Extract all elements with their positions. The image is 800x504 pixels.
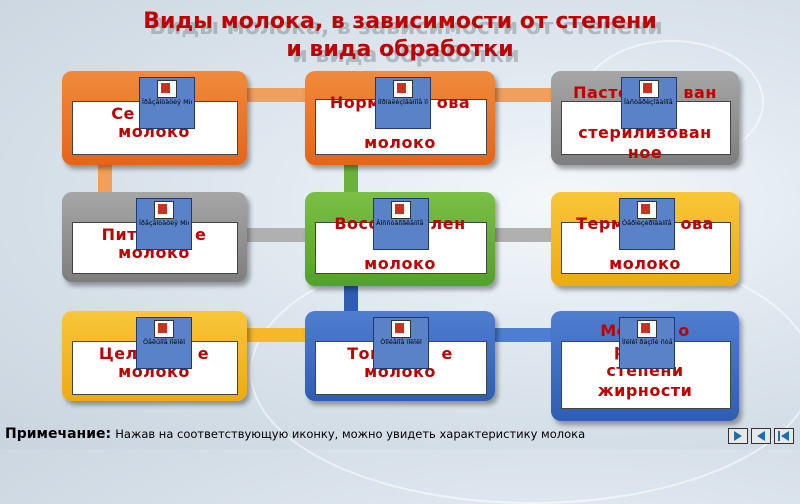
embedded-object-icon[interactable]: Òåðìèçèðîâàííîå ìîëîêî [619, 198, 675, 250]
embedded-object-icon[interactable]: Òîïëåíîå ìîëîêî [373, 317, 429, 369]
object-caption: Öåëüíîå ìîëîêî [142, 338, 186, 346]
powerpoint-icon [637, 320, 657, 338]
connector-gray-vertical [98, 160, 112, 200]
arrow-right-icon [734, 431, 742, 441]
object-caption: Íîðìàëèçîâàííîå ìîëîêî [378, 98, 428, 106]
embedded-object-icon[interactable]: Ïðåçåíòàöèÿ Microsoft PowerPoint [139, 77, 195, 129]
embedded-object-icon[interactable]: Ìîëîêî ðàçíîé ñòåïåíè æèðíîñòè [619, 317, 675, 369]
note-label: Примечание: [5, 426, 112, 442]
page-title: Виды молока, в зависимости от степени и … [0, 8, 800, 64]
object-caption: Ïðåçåíòàöèÿ Microsoft PowerPoint [142, 98, 192, 106]
embedded-object-icon[interactable]: Íîðìàëèçîâàííîå ìîëîêî [375, 77, 431, 129]
arrow-left-icon [757, 431, 765, 441]
powerpoint-icon [154, 320, 174, 338]
powerpoint-icon [393, 80, 413, 98]
embedded-object-icon[interactable]: Öåëüíîå ìîëîêî [136, 317, 192, 369]
title-line-1: Виды молока, в зависимости от степени [143, 9, 657, 34]
powerpoint-icon [639, 80, 659, 98]
connector-yellow-horizontal [240, 328, 310, 342]
embedded-object-icon[interactable]: Ïàñòåðèçîâàííîå ñòåðèëèçîâàííîå [621, 77, 677, 129]
object-caption: Ïàñòåðèçîâàííîå ñòåðèëèçîâàííîå [624, 98, 674, 106]
object-caption: Âîññòàíîâëåííîå ìîëîêî [376, 219, 426, 227]
powerpoint-icon [154, 201, 174, 219]
title-line-2: и вида обработки [286, 37, 514, 62]
bar-icon [778, 431, 780, 441]
powerpoint-icon [391, 201, 411, 219]
next-slide-button[interactable] [728, 428, 748, 444]
milk-box-thermized: Термованноемолоко Òåðìèçèðîâàííîå ìîëîêî [551, 192, 739, 286]
object-caption: Òîïëåíîå ìîëîêî [380, 338, 422, 346]
note: Примечание: Нажав на соответствующую ико… [5, 426, 585, 442]
first-slide-button[interactable] [774, 428, 794, 444]
milk-box-reconstituted: Воссленнноемолоко Âîññòàíîâëåííîå ìîëîêî [305, 192, 495, 286]
connector-green-vertical [344, 160, 358, 200]
milk-box-normalized: Нормованноемолоко Íîðìàëèçîâàííîå ìîëîêî [305, 71, 495, 165]
connector-blue-horizontal [490, 328, 560, 342]
milk-box-fat-levels: Моорстепенижирности Ìîëîêî ðàçíîé ñòåïåí… [551, 311, 739, 421]
object-caption: Òåðìèçèðîâàííîå ìîëîêî [622, 219, 672, 227]
note-text: Нажав на соответствующую иконку, можно у… [115, 427, 586, 441]
object-caption: Ìîëîêî ðàçíîé ñòåïåíè æèðíîñòè [622, 338, 672, 346]
prev-slide-button[interactable] [751, 428, 771, 444]
arrow-left-icon [781, 431, 789, 441]
powerpoint-icon [391, 320, 411, 338]
embedded-object-icon[interactable]: Âîññòàíîâëåííîå ìîëîêî [373, 198, 429, 250]
embedded-object-icon[interactable]: Ïðåçåíòàöèÿ Microsoft PowerPoint [136, 198, 192, 250]
powerpoint-icon [157, 80, 177, 98]
powerpoint-icon [637, 201, 657, 219]
object-caption: Ïðåçåíòàöèÿ Microsoft PowerPoint [139, 219, 189, 227]
